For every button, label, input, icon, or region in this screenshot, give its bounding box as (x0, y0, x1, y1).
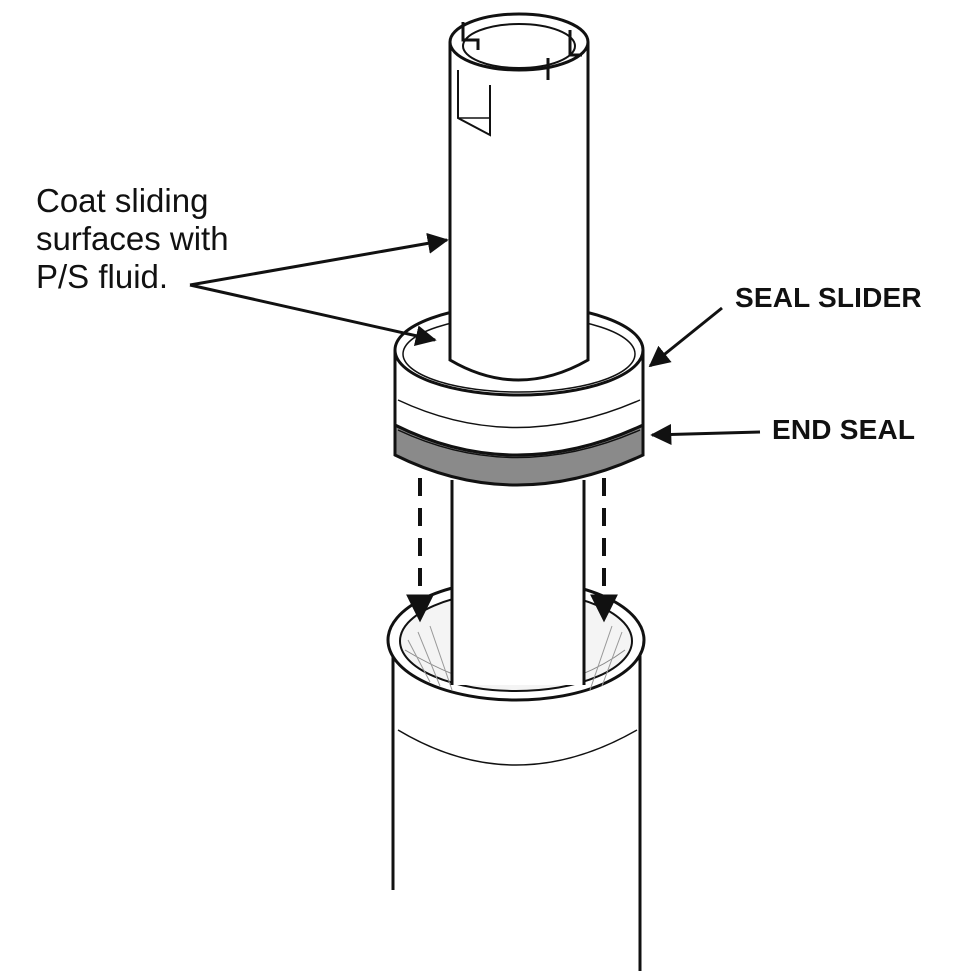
coat-surfaces-callout: Coat sliding surfaces with P/S fluid. (36, 182, 229, 296)
upper-shaft (448, 12, 590, 382)
end-seal-label: END SEAL (772, 414, 916, 445)
seal-slider-label: SEAL SLIDER (735, 282, 922, 313)
inner-rod (450, 470, 586, 685)
coat-leader-arrows (189, 232, 449, 347)
coat-callout-line-2: surfaces with (36, 220, 229, 257)
insertion-arrows (406, 478, 618, 623)
end-seal-leader (650, 423, 761, 445)
coat-callout-line-3: P/S fluid. (36, 258, 169, 295)
coat-callout-line-1: Coat sliding (36, 182, 209, 219)
seal-slider-leader (648, 306, 723, 368)
